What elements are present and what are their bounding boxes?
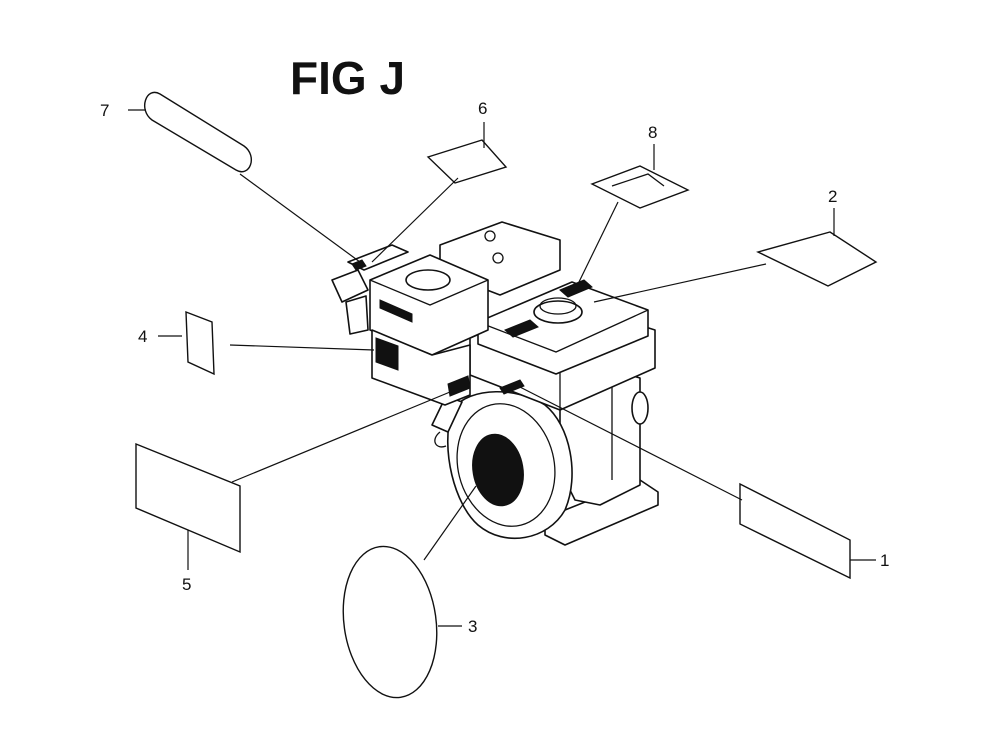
leader-line-8 — [577, 201, 619, 285]
decal-part-6 — [426, 139, 508, 184]
fuel-cap-top — [539, 297, 577, 315]
figure-title: FIG J — [290, 52, 405, 104]
leader-line-3 — [423, 485, 477, 561]
leader-line-6 — [371, 177, 459, 263]
choke-lever — [331, 269, 369, 303]
callout-7: 7 — [100, 101, 109, 120]
recoil-starter-cap — [472, 433, 524, 507]
callout-8: 8 — [648, 123, 657, 142]
leader-line-7 — [239, 173, 361, 263]
lever-bracket — [345, 295, 369, 335]
callout-1: 1 — [880, 551, 889, 570]
leader-line-2 — [593, 263, 767, 303]
fuel-cap — [533, 300, 583, 324]
engine-decal-patch — [504, 319, 539, 338]
engine-decal-patch — [379, 299, 413, 323]
air-cleaner-cover — [405, 269, 451, 291]
fuel-tank-top — [477, 281, 649, 375]
air-cleaner-top-edge — [369, 279, 489, 306]
decal-part-3 — [342, 545, 438, 699]
starter-grip-rope — [434, 431, 447, 448]
decal-part-8-band — [611, 173, 665, 187]
decal-parts — [135, 91, 878, 699]
callout-numbers: 7 6 8 2 4 5 1 3 — [100, 99, 889, 636]
leader-line-5 — [231, 391, 451, 483]
engine-decal-patch — [559, 279, 593, 298]
decal-part-7 — [143, 91, 253, 173]
decal-part-1 — [739, 482, 851, 580]
callout-2: 2 — [828, 187, 837, 206]
decal-part-2 — [756, 231, 878, 287]
recoil-starter-rim — [456, 403, 556, 527]
starter-grip — [431, 395, 463, 433]
callout-3: 3 — [468, 617, 477, 636]
head-bolt — [492, 252, 504, 264]
leader-lines — [128, 109, 876, 627]
callout-4: 4 — [138, 327, 147, 346]
decal-part-4 — [185, 310, 215, 376]
fuel-tank-top-edge — [477, 309, 649, 353]
leader-line-4 — [229, 344, 375, 351]
engine-decal-patch — [499, 379, 525, 395]
callout-6: 6 — [478, 99, 487, 118]
decal-part-5 — [135, 442, 241, 554]
leader-line-1 — [513, 383, 743, 501]
engine-illustration — [331, 221, 659, 546]
head-bolt — [484, 230, 496, 242]
output-shaft — [631, 391, 649, 425]
callout-5: 5 — [182, 575, 191, 594]
decal-part-8 — [590, 165, 690, 209]
engine-decal-patch — [375, 337, 399, 371]
